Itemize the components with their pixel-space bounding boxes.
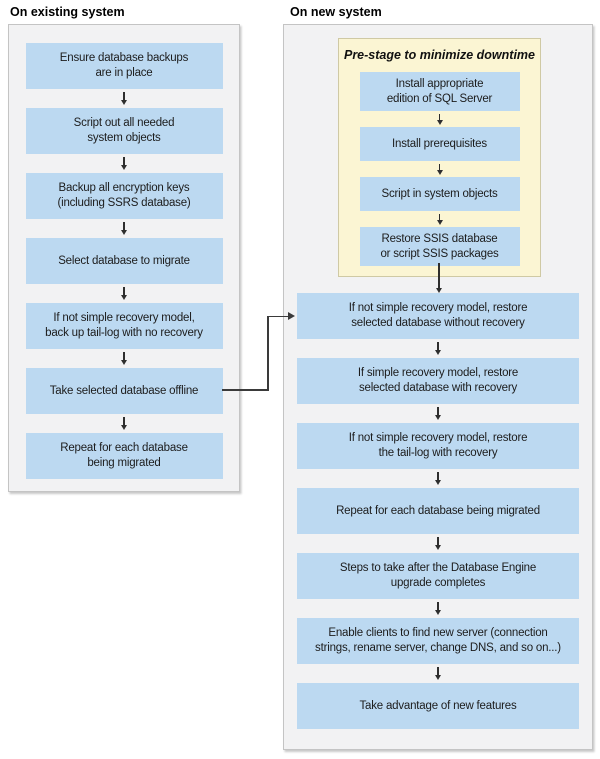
cross-system-connector-segment [222,389,268,391]
flow-step: Install appropriate edition of SQL Serve… [359,72,520,111]
down-arrow [436,211,443,227]
flow-step: Enable clients to find new server (conne… [297,618,579,664]
down-arrow [435,599,441,618]
flow-step: Repeat for each database being migrated [297,488,579,534]
column-header-existing-system: On existing system [10,5,125,19]
flow-step: Steps to take after the Database Engine … [297,553,579,599]
down-arrow [436,111,443,127]
flow-step: If not simple recovery model, back up ta… [25,303,223,349]
flow-step: Install prerequisites [359,127,520,161]
flow-step: Repeat for each database being migrated [25,433,223,479]
new-system-panel: Pre-stage to minimize downtime Install a… [283,24,593,750]
cross-system-connector-segment [267,315,269,391]
flow-step: If not simple recovery model, restore se… [297,293,579,339]
flow-step: Select database to migrate [25,238,223,284]
down-arrow [435,534,441,553]
flow-step: If not simple recovery model, restore th… [297,423,579,469]
down-arrow [435,404,441,423]
down-arrow [121,154,127,173]
flow-step: Backup all encryption keys (including SS… [25,173,223,219]
down-arrow [121,219,127,238]
down-arrow [435,339,441,358]
column-header-new-system: On new system [290,5,382,19]
flow-step: Restore SSIS database or script SSIS pac… [359,227,520,266]
cross-system-connector-segment [267,315,289,317]
down-arrow [121,89,127,108]
down-arrow [121,414,127,433]
flow-step: Take advantage of new features [297,683,579,729]
prestage-group: Pre-stage to minimize downtime Install a… [338,38,541,277]
right-arrow [288,312,295,320]
down-arrow [121,284,127,303]
down-arrow [435,469,441,488]
down-arrow [433,263,445,293]
flow-step: Take selected database offline [25,368,223,414]
down-arrow [121,349,127,368]
flow-step: Ensure database backups are in place [25,43,223,89]
new-system-flow: If not simple recovery model, restore se… [284,293,592,729]
existing-system-flow: Ensure database backups are in place Scr… [9,25,239,479]
flow-step: Script out all needed system objects [25,108,223,154]
down-arrow [436,161,443,177]
prestage-title: Pre-stage to minimize downtime [343,48,535,62]
flow-step: Script in system objects [359,177,520,211]
existing-system-panel: Ensure database backups are in place Scr… [8,24,240,492]
down-arrow [435,664,441,683]
flow-step: If simple recovery model, restore select… [297,358,579,404]
